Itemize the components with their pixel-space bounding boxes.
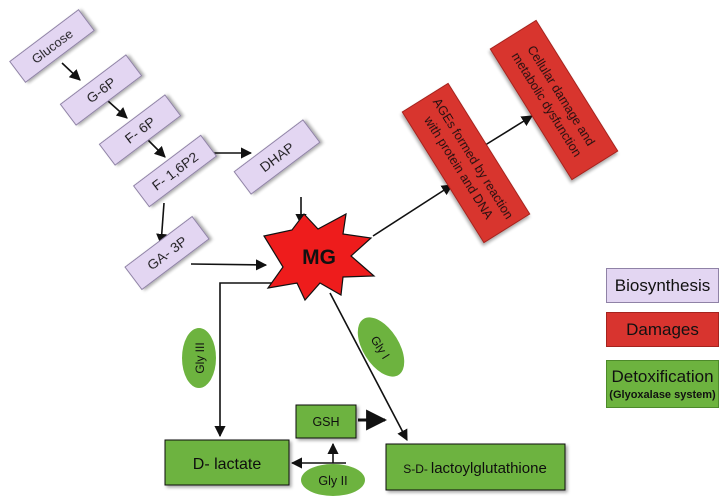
- box-f16p2: F- 1,6P2: [132, 134, 218, 208]
- detox-enzymes: Gly III Gly I Gly II: [182, 317, 405, 496]
- arrow-ga3p-mg: [190, 259, 268, 271]
- box-gsh: GSH: [295, 404, 357, 439]
- arrow-f16p2-ga3p: [156, 202, 168, 246]
- legend-detoxification: Detoxification (Glyoxalase system): [606, 360, 719, 408]
- arrow-f6p-f16p2: [147, 139, 166, 158]
- label-sd-lactoylglutathione: S-D-lactoylglutathione: [403, 460, 547, 477]
- label-sd-prefix: S-D-: [403, 462, 428, 476]
- legend-detoxification-label: Detoxification: [611, 367, 714, 386]
- arrow-g6p-f6p: [107, 100, 128, 119]
- box-dlactate: D- lactate: [164, 439, 290, 486]
- arrow-glucose-g6p: [61, 62, 81, 81]
- damage-boxes: AGEs formed by reaction with protein and…: [401, 19, 619, 244]
- box-ga3p: GA- 3P: [124, 215, 210, 291]
- arrow-mg-sdlactoylglutathione: [329, 292, 408, 441]
- legend-biosynthesis: Biosynthesis: [606, 268, 719, 303]
- legend-damages: Damages: [606, 312, 719, 347]
- arrow-mg-dlactate: [214, 282, 300, 438]
- label-mg: MG: [302, 246, 336, 269]
- box-dhap: DHAP: [233, 119, 321, 195]
- box-glucose: Glucose: [9, 9, 95, 83]
- label-dlactate: D- lactate: [193, 456, 262, 473]
- arrow-mg-ages: [372, 184, 453, 237]
- label-gsh: GSH: [312, 415, 339, 429]
- label-gly2: Gly II: [318, 474, 347, 488]
- enzyme-gly2: Gly II: [301, 464, 365, 496]
- box-ages: AGEs formed by reaction with protein and…: [401, 82, 531, 244]
- label-sd-name: lactoylglutathione: [431, 460, 547, 477]
- label-gly3: Gly III: [193, 342, 207, 373]
- box-sd-lactoylglutathione: S-D-lactoylglutathione: [385, 443, 566, 491]
- mg-starburst: MG: [263, 212, 376, 302]
- box-f6p: F- 6P: [98, 94, 182, 166]
- arrow-ages-cellular: [481, 115, 533, 148]
- box-cellular-damage: Cellular damage and metabolic dysfunctio…: [489, 19, 619, 181]
- legend-biosynthesis-label: Biosynthesis: [614, 275, 711, 295]
- detox-boxes: GSH D- lactate S-D-lactoylglutathione: [164, 404, 566, 491]
- legend-damages-label: Damages: [626, 319, 699, 339]
- legend-glyoxalase-label: (Glyoxalase system): [609, 389, 716, 401]
- enzyme-gly1: Gly I: [357, 317, 405, 377]
- box-g6p: G-6P: [59, 54, 143, 126]
- mg-star-shape: [263, 212, 376, 302]
- enzyme-gly3: Gly III: [182, 328, 216, 388]
